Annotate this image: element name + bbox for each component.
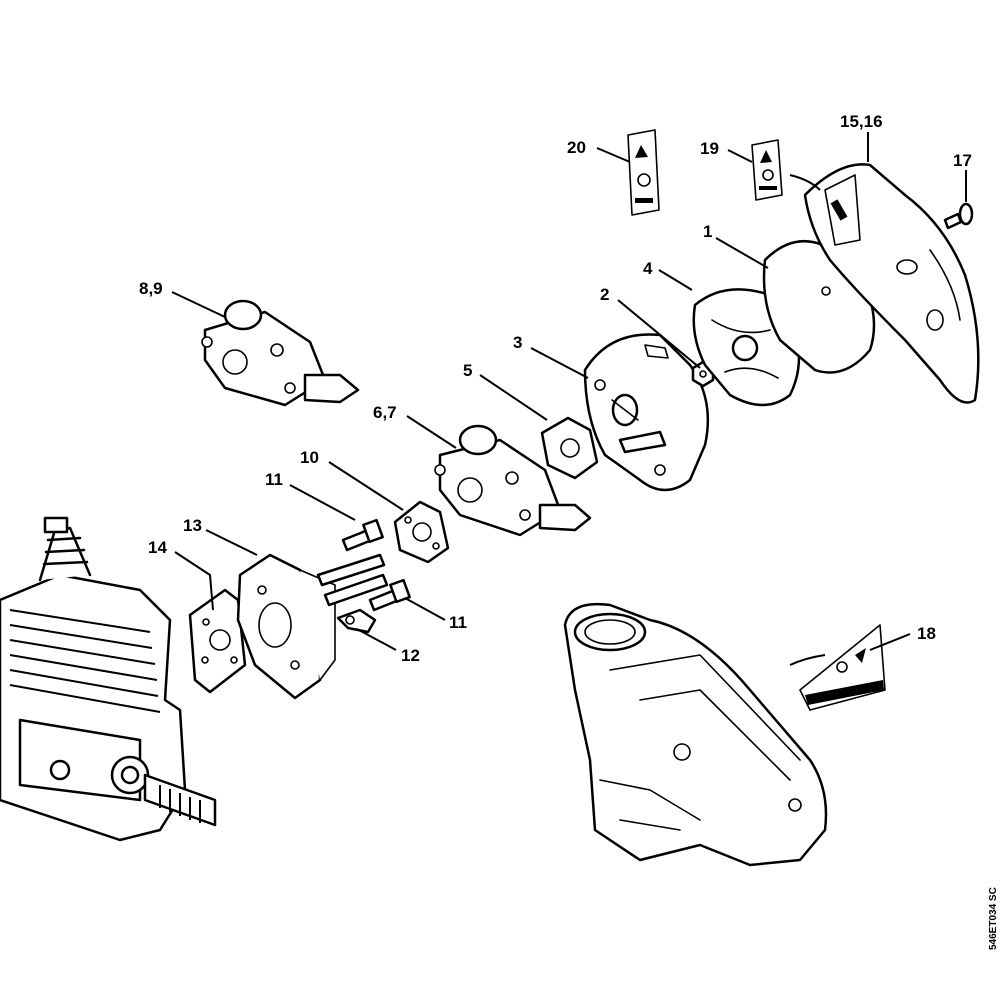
decal-18-arrow: [789, 654, 826, 666]
callout-1: 1: [703, 222, 712, 241]
decal-19-arrow: [789, 174, 821, 191]
leader-20: [596, 147, 631, 163]
callout-4: 4: [643, 259, 653, 278]
leader-10: [328, 461, 404, 511]
callout-6-7: 6,7: [373, 403, 397, 422]
engine-block[interactable]: [0, 516, 217, 842]
callout-2: 2: [600, 285, 609, 304]
leader-18: [869, 633, 911, 651]
long-bolts[interactable]: [316, 553, 389, 607]
leader-14: [174, 551, 214, 611]
screw-11-lower[interactable]: [368, 578, 411, 612]
fan-housing[interactable]: [563, 602, 828, 867]
leader-8-9: [171, 291, 226, 318]
intake-flange-13[interactable]: [236, 553, 336, 700]
filter-base-3[interactable]: [583, 333, 710, 492]
gasket-5[interactable]: [540, 416, 599, 480]
carburetor-6-7[interactable]: [434, 424, 592, 537]
leader-2: [617, 299, 701, 369]
leader-1: [715, 237, 769, 269]
screw-11-upper[interactable]: [341, 518, 384, 552]
gasket-10[interactable]: [393, 500, 450, 564]
screw-17[interactable]: [943, 202, 974, 230]
callout-14: 14: [148, 538, 167, 557]
leader-5: [479, 374, 548, 421]
callout-5: 5: [463, 361, 472, 380]
callout-10: 10: [300, 448, 319, 467]
decal-20[interactable]: [627, 129, 660, 216]
decal-19[interactable]: [751, 139, 783, 201]
leader-4: [658, 269, 693, 291]
callout-15-16: 15,16: [840, 112, 883, 131]
callout-3: 3: [513, 333, 522, 352]
carburetor-8-9[interactable]: [201, 299, 360, 407]
diagram-reference-code: 546ET034 SC: [988, 887, 999, 950]
leader-13: [205, 529, 258, 556]
callout-8-9: 8,9: [139, 279, 163, 298]
callout-17: 17: [953, 151, 972, 170]
callout-19: 19: [700, 139, 719, 158]
leader-11-lower: [404, 597, 446, 621]
leader-19: [727, 149, 753, 163]
filter-cover-15-16[interactable]: [803, 163, 980, 404]
callout-18: 18: [917, 624, 936, 643]
leader-11-upper: [289, 484, 356, 521]
bracket-12[interactable]: [336, 608, 377, 634]
decal-18[interactable]: [799, 624, 886, 711]
callout-11-upper: 11: [265, 470, 283, 489]
leader-3: [530, 347, 589, 379]
gasket-14[interactable]: [188, 588, 247, 694]
callout-20: 20: [567, 138, 586, 157]
callout-11-lower: 11: [449, 613, 467, 632]
leader-12: [356, 628, 397, 651]
callout-12: 12: [401, 646, 420, 665]
leader-6-7: [406, 415, 457, 449]
callout-13: 13: [183, 516, 202, 535]
